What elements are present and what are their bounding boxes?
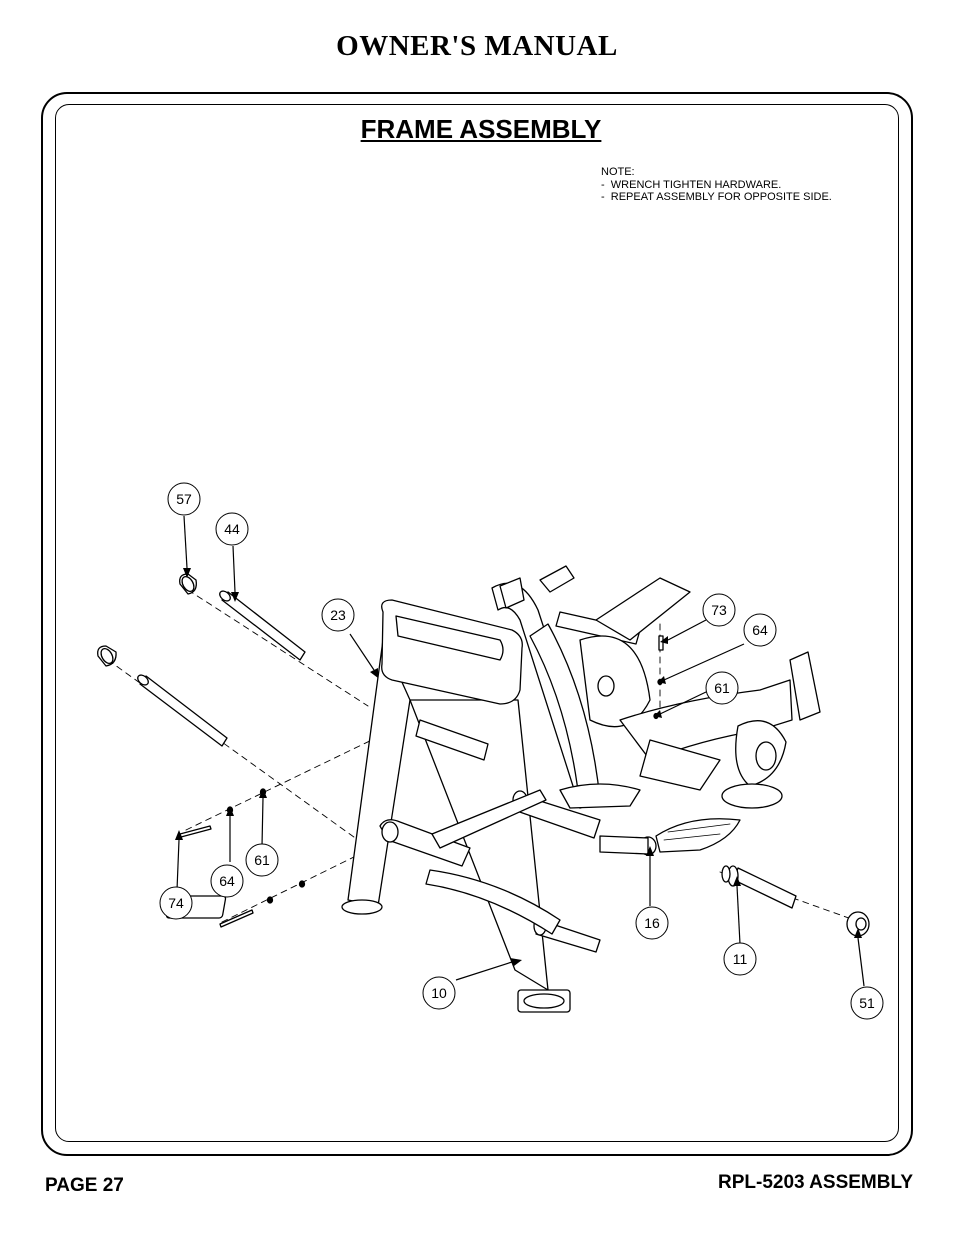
callout-circle-73: [702, 593, 736, 627]
callout-57: 57: [176, 491, 192, 507]
callout-circle-11: [723, 942, 757, 976]
callout-circle-23: [321, 598, 355, 632]
callout-64-upper: 64: [752, 622, 768, 638]
callout-circle-57: [167, 482, 201, 516]
end-cap-lower: [97, 645, 117, 667]
section-title: FRAME ASSEMBLY: [360, 114, 602, 144]
callout-74: 74: [168, 895, 184, 911]
note-line-2: - REPEAT ASSEMBLY FOR OPPOSITE SIDE.: [601, 191, 832, 203]
note-line-1: - WRENCH TIGHTEN HARDWARE.: [601, 178, 782, 191]
arrow-heads: [175, 568, 862, 966]
axle-11: [721, 865, 797, 909]
page-number: PAGE 27: [45, 1175, 124, 1196]
bushing-51: [846, 911, 870, 937]
leader-lines: [176, 515, 865, 987]
callout-44: 44: [224, 521, 240, 537]
assembly-note: NOTE: - WRENCH TIGHTEN HARDWARE. - REPEA…: [601, 166, 832, 204]
foot-pedal: [559, 783, 741, 853]
callout-circle-16: [635, 906, 669, 940]
bolt-74: [179, 825, 254, 928]
callout-10: 10: [431, 985, 447, 1001]
note-heading: NOTE:: [601, 166, 635, 178]
page-border-inner: [55, 104, 899, 1142]
callout-16: 16: [644, 915, 660, 931]
callout-circle-10: [422, 976, 456, 1010]
callout-61-upper: 61: [714, 680, 730, 696]
callout-73: 73: [711, 602, 727, 618]
callout-circles: [159, 482, 884, 1020]
page-border-outer: [41, 92, 913, 1156]
pin-44: [219, 590, 306, 661]
bolt-73: [658, 635, 664, 651]
callout-circle-61b: [245, 843, 279, 877]
rear-frame: [579, 577, 821, 809]
callout-circle-64b: [210, 864, 244, 898]
callout-64-lower: 64: [219, 873, 235, 889]
callout-61-lower: 61: [254, 852, 270, 868]
model-assembly-label: RPL-5203 ASSEMBLY: [718, 1172, 913, 1193]
callout-51: 51: [859, 995, 875, 1011]
callout-circle-51: [850, 986, 884, 1020]
end-cap-57: [179, 573, 197, 595]
crossbars: [379, 719, 601, 953]
manual-title: OWNER'S MANUAL: [336, 30, 618, 62]
callout-circle-74: [159, 886, 193, 920]
callout-circle-61a: [705, 671, 739, 705]
pin-lower: [137, 674, 228, 747]
callout-23: 23: [330, 607, 346, 623]
callout-circle-44: [215, 512, 249, 546]
callout-circle-64a: [743, 613, 777, 647]
callout-11: 11: [733, 951, 748, 967]
frame-upright: [165, 599, 571, 1013]
